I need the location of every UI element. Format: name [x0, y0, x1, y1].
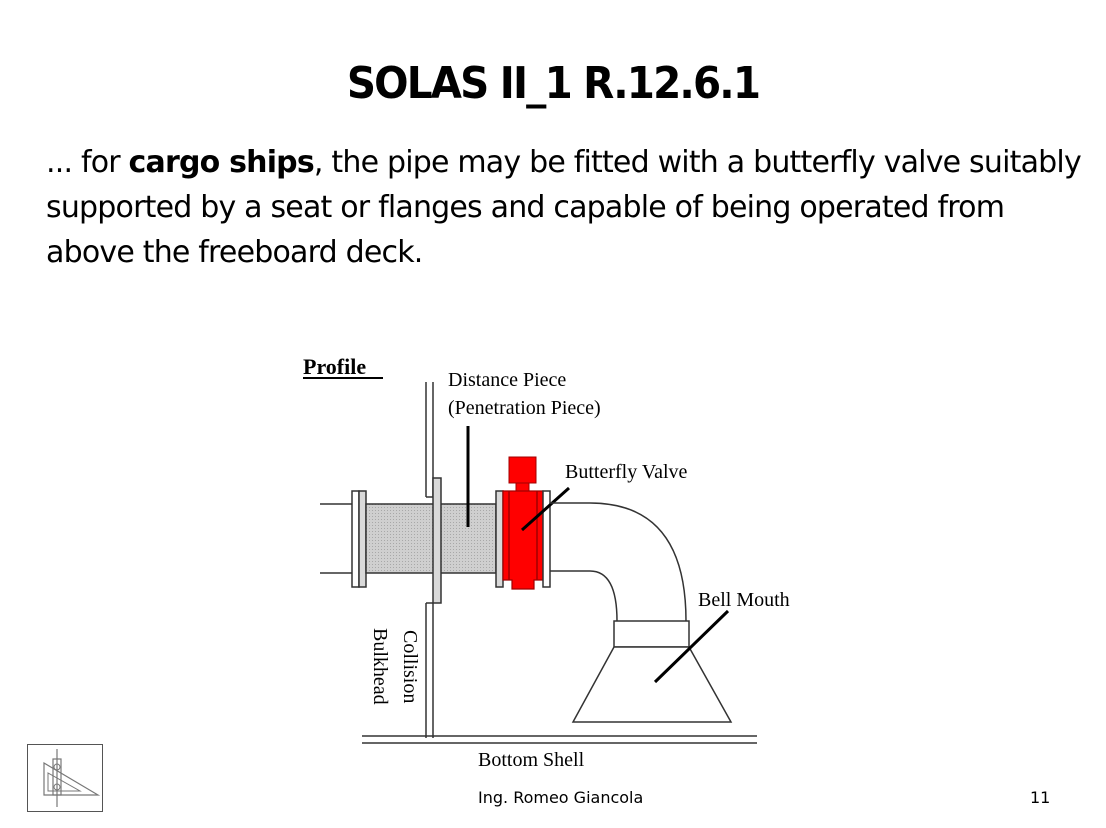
drafting-tools-logo-icon	[27, 744, 103, 812]
elbow-pipe	[550, 502, 687, 622]
left-flange	[351, 490, 367, 588]
body-bold-term: cargo ships	[128, 145, 315, 180]
distance-piece	[365, 503, 497, 574]
bottom-shell	[362, 735, 757, 744]
label-butterfly-valve: Butterfly Valve	[565, 461, 688, 483]
body-suffix: , the pipe may be fitted with a butterfl…	[46, 145, 1082, 270]
label-penetration-piece: (Penetration Piece)	[448, 397, 601, 419]
slide-title: SOLAS II_1 R.12.6.1	[346, 58, 761, 109]
bell-mouth	[571, 646, 733, 723]
body-prefix: ... for	[46, 145, 129, 180]
profile-heading: Profile	[303, 354, 366, 379]
bulkhead-flange	[432, 477, 442, 604]
label-bell-mouth: Bell Mouth	[698, 589, 790, 611]
slide-body-text: ... for cargo ships, the pipe may be fit…	[46, 140, 1086, 275]
label-distance-piece: Distance Piece	[448, 369, 566, 391]
label-collision: Collision	[399, 630, 421, 703]
butterfly-valve	[502, 456, 544, 590]
footer-author: Ing. Romeo Giancola	[478, 788, 644, 807]
label-bottom-shell: Bottom Shell	[478, 749, 585, 771]
label-bulkhead: Bulkhead	[369, 628, 391, 705]
page-number: 11	[1030, 788, 1051, 807]
valve-profile-diagram: Profile	[300, 345, 820, 790]
bell-mouth-collar	[613, 620, 690, 648]
